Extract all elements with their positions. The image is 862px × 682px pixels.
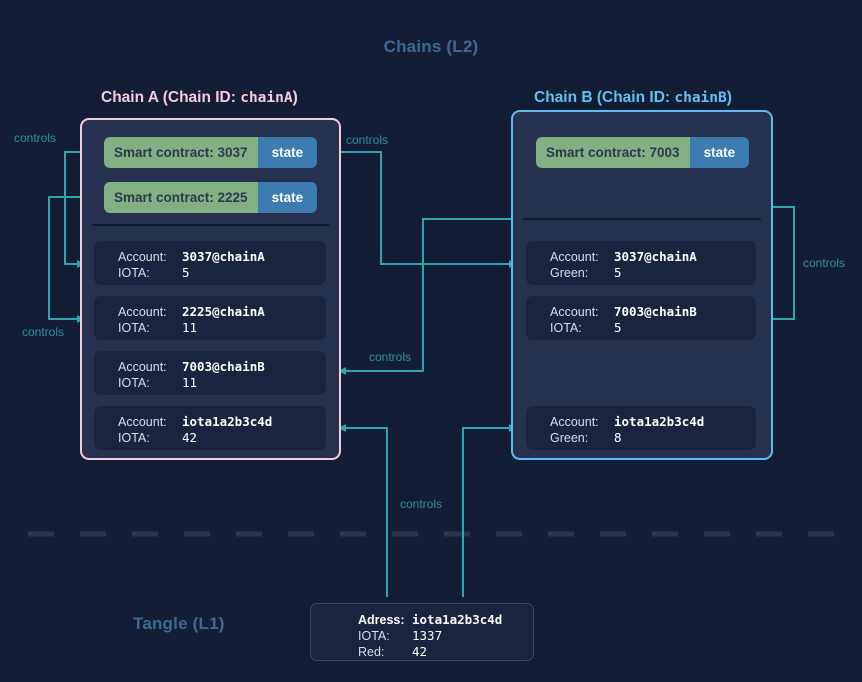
account-address-line: Account: 3037@chainA	[526, 249, 756, 265]
account-token-label: IOTA:	[118, 266, 150, 280]
chain-b-title-prefix: Chain B (Chain ID:	[534, 89, 675, 106]
account-key-label: Account:	[118, 360, 167, 374]
account-box[interactable]: Account: 7003@chainB IOTA: 5	[526, 296, 756, 340]
contract-row-3037-chaina[interactable]: Smart contract: 3037 state	[104, 137, 318, 168]
account-token-line: Green: 8	[526, 430, 756, 446]
account-address-line: Account: iota1a2b3c4d	[526, 414, 756, 430]
account-box[interactable]: Account: 2225@chainA IOTA: 11	[94, 296, 326, 340]
account-token-value: 5	[614, 265, 622, 280]
account-token-line: IOTA: 5	[94, 265, 326, 281]
controls-label-mid-tangle: controls	[400, 497, 443, 511]
account-token-label: Green:	[550, 266, 589, 280]
account-token-line: IOTA: 11	[94, 375, 326, 391]
chain-b-title: Chain B (Chain ID: chainB)	[534, 89, 732, 107]
contract-row-2225-chaina[interactable]: Smart contract: 2225 state	[104, 182, 318, 213]
account-key-label: Account:	[550, 305, 599, 319]
account-token-line: IOTA: 11	[94, 320, 326, 336]
account-key-value: 2225@chainA	[182, 304, 265, 319]
account-key-value: 3037@chainA	[182, 249, 265, 264]
account-token-label: IOTA:	[550, 321, 582, 335]
account-token-label: IOTA:	[118, 431, 150, 445]
chain-a-id: chainA	[240, 90, 293, 106]
tangle-address-value: iota1a2b3c4d	[412, 612, 503, 627]
chain-b-box	[511, 110, 773, 460]
account-key-label: Account:	[550, 250, 599, 264]
tangle-red-value: 42	[412, 644, 428, 659]
account-token-value: 11	[182, 320, 198, 335]
account-key-label: Account:	[550, 415, 599, 429]
tangle-iota-label: IOTA:	[358, 629, 390, 643]
account-address-line: Account: iota1a2b3c4d	[94, 414, 326, 430]
contract-state-button[interactable]: state	[257, 182, 318, 213]
account-box[interactable]: Account: 3037@chainA IOTA: 5	[94, 241, 326, 285]
contract-name-label: Smart contract: 3037	[104, 137, 258, 168]
controls-label-mid-bottom: controls	[369, 350, 412, 364]
account-token-label: IOTA:	[118, 376, 150, 390]
account-token-value: 8	[614, 430, 622, 445]
account-key-label: Account:	[118, 250, 167, 264]
account-token-value: 42	[182, 430, 198, 445]
account-token-value: 5	[182, 265, 190, 280]
controls-label-mid-top: controls	[346, 133, 389, 147]
tangle-address-line: Adress: iota1a2b3c4d	[311, 612, 533, 628]
chain-a-title-suffix: )	[292, 89, 298, 106]
account-token-line: IOTA: 42	[94, 430, 326, 446]
layer-title-chains: Chains (L2)	[383, 37, 479, 56]
chain-a-box	[80, 118, 341, 460]
controls-label-left-top: controls	[14, 131, 57, 145]
account-address-line: Account: 7003@chainB	[526, 304, 756, 320]
tangle-red-label: Red:	[358, 645, 385, 659]
account-address-line: Account: 7003@chainB	[94, 359, 326, 375]
wire-sc3037-to-chainb-acct	[312, 151, 518, 268]
chain-b-title-suffix: )	[726, 89, 732, 106]
account-token-line: Green: 5	[526, 265, 756, 281]
account-address-line: Account: 3037@chainA	[94, 249, 326, 265]
account-box[interactable]: Account: iota1a2b3c4d IOTA: 42	[94, 406, 326, 450]
tangle-address-label: Adress:	[358, 613, 405, 627]
chain-a-title-prefix: Chain A (Chain ID:	[101, 89, 241, 106]
account-box[interactable]: Account: 7003@chainB IOTA: 11	[94, 351, 326, 395]
account-box[interactable]: Account: iota1a2b3c4d Green: 8	[526, 406, 756, 450]
wire-tangle-to-chaina-iota	[337, 424, 388, 597]
account-token-value: 11	[182, 375, 198, 390]
tangle-address-box[interactable]: Adress: iota1a2b3c4d IOTA: 1337 Red: 42	[310, 603, 534, 661]
account-key-value: 7003@chainB	[614, 304, 697, 319]
chain-b-id: chainB	[674, 90, 727, 106]
account-key-value: iota1a2b3c4d	[614, 414, 705, 429]
contract-state-button[interactable]: state	[689, 137, 750, 168]
controls-label-left-bottom: controls	[22, 325, 65, 339]
contract-row-7003-chainb[interactable]: Smart contract: 7003 state	[536, 137, 750, 168]
contract-name-label: Smart contract: 2225	[104, 182, 258, 213]
chain-a-section-divider	[92, 224, 329, 226]
account-key-label: Account:	[118, 415, 167, 429]
tangle-red-line: Red: 42	[311, 644, 533, 660]
account-token-label: IOTA:	[118, 321, 150, 335]
contract-name-label: Smart contract: 7003	[536, 137, 690, 168]
layer-title-tangle: Tangle (L1)	[133, 614, 225, 633]
wire-tangle-to-chainb-iota	[462, 424, 518, 597]
controls-label-right: controls	[803, 256, 846, 270]
chain-a-title: Chain A (Chain ID: chainA)	[101, 89, 298, 107]
account-key-value: iota1a2b3c4d	[182, 414, 273, 429]
account-token-label: Green:	[550, 431, 589, 445]
account-key-label: Account:	[118, 305, 167, 319]
chain-b-section-divider	[523, 218, 761, 220]
account-key-value: 3037@chainA	[614, 249, 697, 264]
account-token-line: IOTA: 5	[526, 320, 756, 336]
account-token-value: 5	[614, 320, 622, 335]
account-key-value: 7003@chainB	[182, 359, 265, 374]
contract-state-button[interactable]: state	[257, 137, 318, 168]
tangle-iota-value: 1337	[412, 628, 443, 643]
tangle-iota-line: IOTA: 1337	[311, 628, 533, 644]
account-address-line: Account: 2225@chainA	[94, 304, 326, 320]
account-box[interactable]: Account: 3037@chainA Green: 5	[526, 241, 756, 285]
